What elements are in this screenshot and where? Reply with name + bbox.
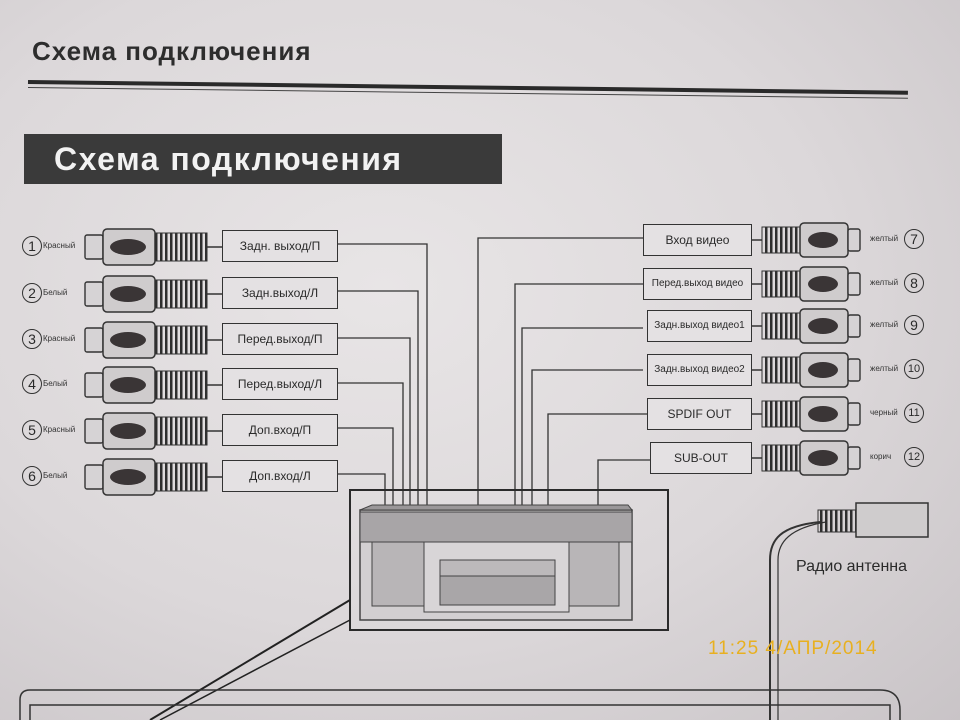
connector-number-12: 12 (904, 447, 924, 467)
connector-label-6: Доп.вход/Л (222, 460, 338, 492)
wire-color-label: Красный (43, 241, 76, 250)
page-heading: Схема подключения (32, 36, 312, 66)
connector-number-8: 8 (904, 273, 924, 293)
antenna-plug (769, 502, 929, 720)
photo-timestamp: 11:25 4/АПР/2014 (708, 638, 878, 659)
connector-number-3: 3 (22, 329, 42, 349)
left-rca-plug-5 (84, 412, 222, 450)
connector-number-1: 1 (22, 236, 42, 256)
connector-label-3: Перед.выход/П (222, 323, 338, 355)
diagram-title-banner: Схема подключения (24, 134, 502, 184)
right-rca-plugs (752, 222, 861, 476)
wiring-lines (338, 237, 650, 505)
connector-number-2: 2 (22, 283, 42, 303)
wire-color-label: желтый (870, 278, 899, 287)
connector-label-11: SPDIF OUT (647, 398, 752, 430)
left-rca-plugs (84, 228, 222, 496)
left-rca-plug-6 (84, 458, 222, 496)
right-rca-plug-8 (752, 266, 861, 302)
connector-label-8: Перед.выход видео (643, 268, 752, 300)
wire-color-label: Белый (43, 288, 68, 297)
right-rca-plug-11 (752, 396, 861, 432)
wire-color-label: Красный (43, 425, 76, 434)
wire-color-label: Белый (43, 471, 68, 480)
left-rca-plug-1 (84, 228, 222, 266)
left-rca-plug-4 (84, 366, 222, 404)
antenna-label: Радио антенна (796, 558, 908, 575)
wire-color-label: желтый (870, 320, 899, 329)
wire-color-label: корич (870, 452, 892, 461)
connector-number-5: 5 (22, 420, 42, 440)
unit-bottom-outline (19, 689, 901, 720)
right-rca-plug-10 (752, 352, 861, 388)
connector-number-10: 10 (904, 359, 924, 379)
connector-label-5: Доп.вход/П (222, 414, 338, 446)
connector-label-9: Задн.выход видео1 (647, 310, 752, 342)
wire-color-label: черный (870, 408, 898, 417)
right-rca-plug-9 (752, 308, 861, 344)
connector-label-12: SUB-OUT (650, 442, 752, 474)
right-rca-plug-12 (752, 440, 861, 476)
connector-label-4: Перед.выход/Л (222, 368, 338, 400)
left-rca-plug-2 (84, 275, 222, 313)
connector-number-7: 7 (904, 229, 924, 249)
connector-label-7: Вход видео (643, 224, 752, 256)
left-rca-plug-3 (84, 321, 222, 359)
right-rca-plug-7 (752, 222, 861, 258)
connector-label-1: Задн. выход/П (222, 230, 338, 262)
wire-color-label: желтый (870, 364, 899, 373)
connector-number-4: 4 (22, 374, 42, 394)
connector-number-9: 9 (904, 315, 924, 335)
wire-color-label: желтый (870, 234, 899, 243)
wire-color-label: Белый (43, 379, 68, 388)
connector-number-11: 11 (904, 403, 924, 423)
wire-color-label: Красный (43, 334, 76, 343)
head-unit-connector (149, 489, 669, 720)
connector-label-10: Задн.выход видео2 (647, 354, 752, 386)
connector-label-2: Задн.выход/Л (222, 277, 338, 309)
connector-number-6: 6 (22, 466, 42, 486)
